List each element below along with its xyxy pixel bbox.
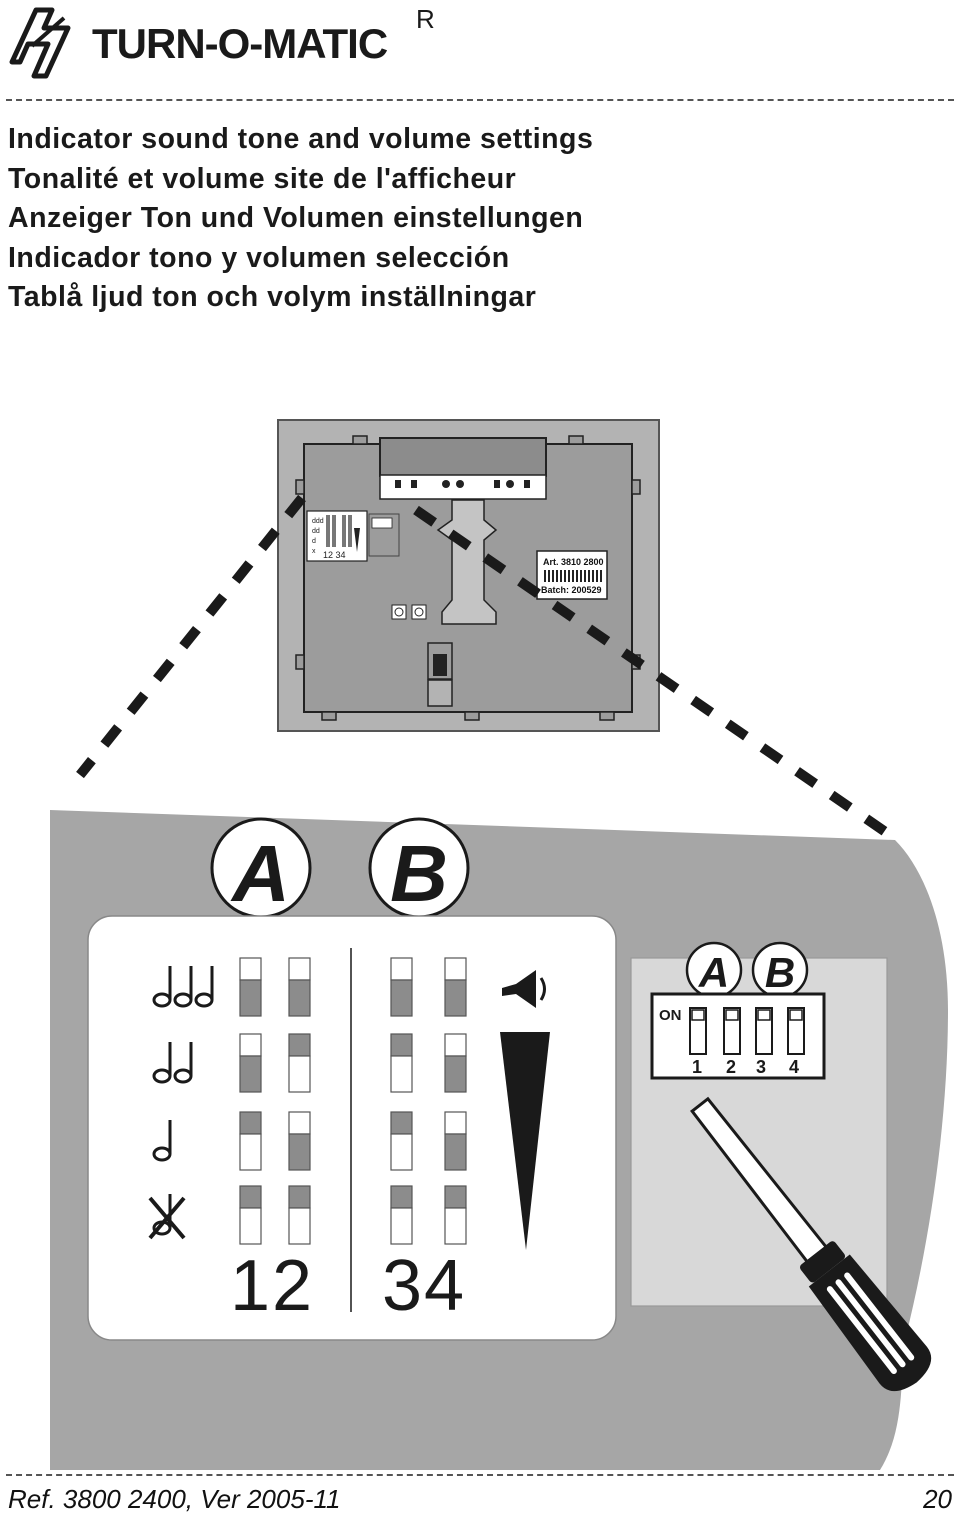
svg-text:ddd: ddd xyxy=(312,518,324,525)
dip-number-4: 4 xyxy=(789,1057,799,1077)
page-number: 20 xyxy=(923,1484,952,1514)
switch-cell-top xyxy=(239,1111,262,1135)
switch-cell-bottom xyxy=(444,1207,467,1245)
svg-text:x: x xyxy=(312,548,316,555)
art-number-label: Art. 3810 2800 xyxy=(543,557,604,567)
tone-off-icon xyxy=(148,1194,186,1240)
switch-cell-bottom xyxy=(390,1055,413,1093)
title-spanish: Indicador tono y volumen selección xyxy=(8,241,510,274)
volume-wedge-icon xyxy=(500,1032,550,1250)
title-english: Indicator sound tone and volume settings xyxy=(8,123,594,155)
dip-slider xyxy=(789,1009,803,1021)
tone-symbols xyxy=(148,966,214,1240)
label-a-circle: A xyxy=(210,817,312,919)
dip-on-label: ON xyxy=(659,1007,682,1024)
turn-o-matic-logo xyxy=(9,7,71,79)
switch-cell-top xyxy=(288,1033,311,1057)
switch-numbers-right: 34 xyxy=(382,1246,466,1326)
zoom-guide-lines xyxy=(76,494,893,840)
footer-divider xyxy=(6,1474,954,1476)
switch-cell-bottom xyxy=(288,1055,311,1093)
svg-text:dd: dd xyxy=(312,528,320,535)
switch-cell-bottom xyxy=(288,1207,311,1245)
header-divider xyxy=(6,99,954,101)
title-swedish: Tablå ljud ton och volym inställningar xyxy=(8,281,537,313)
tone-low-icon xyxy=(152,1120,172,1162)
svg-text:A: A xyxy=(698,949,729,996)
settings-card xyxy=(87,915,617,1341)
registered-mark: R xyxy=(416,4,435,34)
switch-cell-top xyxy=(288,957,311,981)
switch-cell-top xyxy=(390,957,413,981)
dip-slider xyxy=(691,1009,705,1021)
switch-cell-bottom xyxy=(288,979,311,1017)
switch-cell-top xyxy=(390,1111,413,1135)
dip-number-1: 1 xyxy=(692,1057,702,1077)
dip-slider xyxy=(757,1009,771,1021)
switch-cell-bottom xyxy=(444,1133,467,1171)
dip-number-3: 3 xyxy=(756,1057,766,1077)
tone-high-icon xyxy=(152,966,214,1008)
switch-cell-top xyxy=(390,1033,413,1057)
label-b-circle: B xyxy=(368,817,470,919)
switch-cell-bottom xyxy=(390,979,413,1017)
switch-cell-top xyxy=(239,957,262,981)
switch-position-grid xyxy=(239,957,467,1245)
switch-cell-top xyxy=(444,1033,467,1057)
switch-cell-top xyxy=(444,1185,467,1209)
dip-switch-slots xyxy=(689,1007,805,1055)
svg-text:A: A xyxy=(230,829,290,918)
title-german: Anzeiger Ton und Volumen einstellungen xyxy=(8,202,584,234)
batch-label: Batch: 200529 xyxy=(541,585,602,595)
speaker-icon xyxy=(502,970,546,1008)
switch-cell-bottom xyxy=(390,1207,413,1245)
page-title-block: Indicator sound tone and volume settings… xyxy=(8,120,593,318)
switch-cell-top xyxy=(239,1185,262,1209)
title-french: Tonalité et volume site de l'afficheur xyxy=(8,162,517,195)
tone-medium-icon xyxy=(152,1042,193,1084)
dip-slider xyxy=(725,1009,739,1021)
dip-label-b-circle: B xyxy=(751,941,809,999)
svg-text:12 34: 12 34 xyxy=(323,550,346,560)
switch-cell-top xyxy=(239,1033,262,1057)
screwdriver-icon xyxy=(690,1096,932,1392)
switch-cell-bottom xyxy=(239,1055,262,1093)
switch-cell-bottom xyxy=(239,979,262,1017)
svg-text:B: B xyxy=(390,829,448,918)
switch-cell-top xyxy=(390,1185,413,1209)
switch-cell-bottom xyxy=(444,979,467,1017)
switch-cell-top xyxy=(444,957,467,981)
switch-cell-bottom xyxy=(239,1207,262,1245)
brand-name: TURN-O-MATIC xyxy=(92,20,388,67)
switch-cell-top xyxy=(444,1111,467,1135)
switch-cell-bottom xyxy=(390,1133,413,1171)
svg-text:B: B xyxy=(765,949,795,996)
switch-cell-top xyxy=(288,1185,311,1209)
document-reference: Ref. 3800 2400, Ver 2005-11 xyxy=(8,1484,341,1514)
switch-cell-bottom xyxy=(288,1133,311,1171)
switch-cell-bottom xyxy=(239,1133,262,1171)
switch-cell-top xyxy=(288,1111,311,1135)
switch-numbers-left: 12 xyxy=(230,1246,314,1326)
switch-cell-bottom xyxy=(444,1055,467,1093)
dip-number-2: 2 xyxy=(726,1057,736,1077)
svg-text:d: d xyxy=(312,538,316,545)
dip-label-a-circle: A xyxy=(685,941,743,999)
